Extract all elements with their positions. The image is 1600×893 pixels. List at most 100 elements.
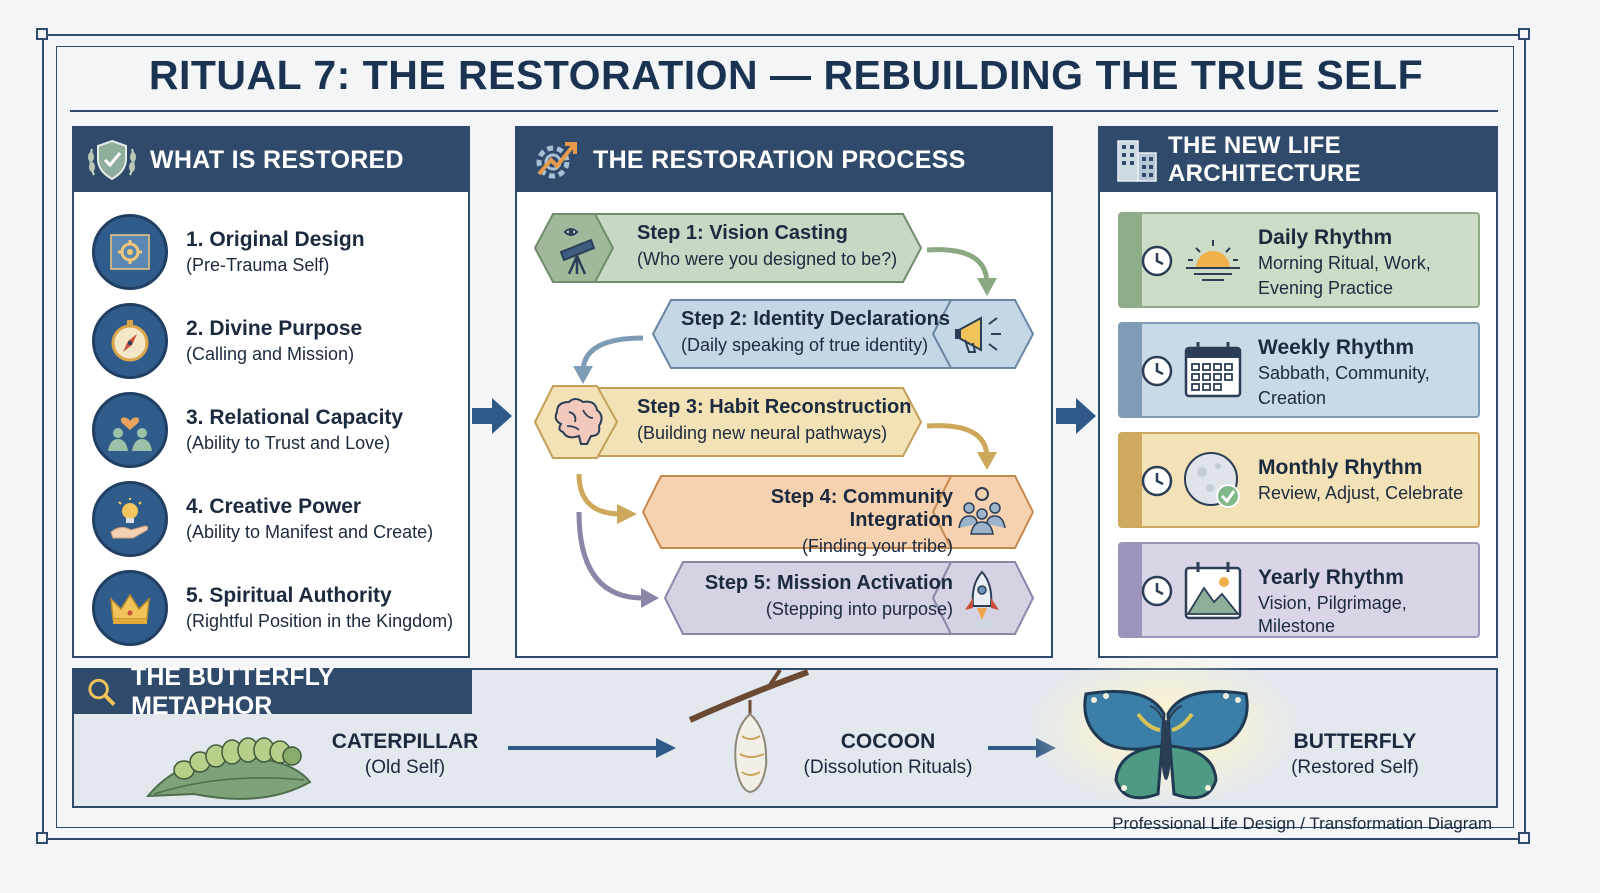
step-title: Step 1: Vision Casting: [637, 222, 848, 244]
item-subtitle: (Ability to Trust and Love): [186, 433, 391, 453]
step-subtitle: (Finding your tribe): [801, 536, 953, 556]
item-subtitle: (Ability to Manifest and Create): [186, 522, 434, 542]
rhythm-line: Sabbath, Community,: [1258, 363, 1430, 383]
sunrise-icon: [1186, 240, 1240, 281]
frame-corner: [36, 832, 48, 844]
item-title: 1. Original Design: [186, 228, 365, 251]
rhythm-line: Evening Practice: [1258, 278, 1394, 298]
frame-corner: [36, 28, 48, 40]
clock-icon: [1141, 465, 1173, 497]
title-divider: [70, 110, 1498, 112]
stage-title: CATERPILLAR: [331, 730, 479, 753]
clock-icon: [1141, 245, 1173, 277]
rhythm-card-weekly: Weekly Rhythm Sabbath, Community, Creati…: [1118, 322, 1480, 418]
frame-corner: [1518, 832, 1530, 844]
buildings-icon: [1110, 132, 1162, 188]
process-step-3: Step 3: Habit Reconstruction (Building n…: [533, 384, 923, 459]
process-panel: THE RESTORATION PROCESS Step 1: Vision C…: [515, 126, 1053, 658]
process-step-4: Step 4: Community Integration (Finding y…: [641, 474, 1035, 556]
architecture-panel-title: THE NEW LIFE ARCHITECTURE: [1168, 132, 1361, 187]
item-subtitle: (Rightful Position in the Kingdom): [186, 611, 454, 631]
inner-frame: [56, 46, 1514, 828]
rhythm-title: Monthly Rhythm: [1258, 456, 1423, 479]
process-panel-header: THE RESTORATION PROCESS: [517, 128, 1051, 192]
stage-butterfly: BUTTERFLY (Restored Self): [1270, 730, 1440, 779]
restored-item: 5. Spiritual Authority (Rightful Positio…: [92, 568, 472, 648]
step-subtitle: (Stepping into purpose): [765, 599, 953, 619]
process-step-2: Step 2: Identity Declarations (Daily spe…: [651, 298, 1035, 370]
restored-panel-title: WHAT IS RESTORED: [150, 145, 404, 174]
telescope-icon: [559, 228, 596, 275]
magnifier-icon: [88, 678, 116, 706]
stage-subtitle: (Dissolution Rituals): [803, 757, 973, 778]
arrow-right-icon: [472, 398, 512, 434]
butterfly-panel-header: THE BUTTERFLY METAPHOR: [74, 663, 472, 720]
clock-icon: [1141, 355, 1173, 387]
rhythm-card-yearly: Yearly Rhythm Vision, Pilgrimage, Milest…: [1118, 542, 1480, 638]
architecture-panel-header: THE NEW LIFE ARCHITECTURE: [1100, 128, 1496, 192]
people-heart-icon: [92, 392, 168, 468]
architecture-panel: THE NEW LIFE ARCHITECTURE Daily Rhythm M…: [1098, 126, 1498, 658]
stage-subtitle: (Old Self): [364, 757, 446, 778]
step-subtitle: (Daily speaking of true identity): [681, 335, 929, 355]
stage-subtitle: (Restored Self): [1291, 757, 1419, 778]
rhythm-title: Daily Rhythm: [1258, 226, 1393, 249]
butterfly-panel-title: THE BUTTERFLY METAPHOR: [131, 663, 334, 720]
item-title: 5. Spiritual Authority: [186, 584, 392, 607]
rhythm-title: Yearly Rhythm: [1258, 566, 1404, 589]
outer-frame: [42, 34, 1526, 840]
arrow-right-icon: [1056, 398, 1096, 434]
mountain-calendar-icon: [1184, 562, 1242, 620]
moon-check-icon: [1184, 452, 1240, 508]
stage-cocoon: COCOON (Dissolution Rituals): [800, 730, 976, 779]
rhythm-card-daily: Daily Rhythm Morning Ritual, Work, Eveni…: [1118, 212, 1480, 308]
step-subtitle: (Building new neural pathways): [637, 423, 888, 443]
blueprint-gear-icon: [92, 214, 168, 290]
item-title: 4. Creative Power: [186, 495, 362, 518]
rhythm-card-monthly: Monthly Rhythm Review, Adjust, Celebrate: [1118, 432, 1480, 528]
cocoon-icon: [688, 668, 810, 794]
restored-item: 4. Creative Power (Ability to Manifest a…: [92, 479, 472, 559]
rhythm-line: Creation: [1258, 388, 1327, 408]
clock-icon: [1141, 575, 1173, 607]
crown-icon: [92, 570, 168, 646]
process-panel-title: THE RESTORATION PROCESS: [593, 145, 966, 174]
restored-panel: WHAT IS RESTORED 1. Original Design (Pre…: [72, 126, 470, 658]
arrow-right-icon: [508, 738, 676, 758]
process-step-1: Step 1: Vision Casting (Who were you des…: [533, 212, 923, 284]
stage-caterpillar: CATERPILLAR (Old Self): [320, 730, 490, 779]
butterfly-panel: THE BUTTERFLY METAPHOR CATERPILLAR (Old …: [72, 650, 1498, 808]
step-title: Step 5: Mission Activation: [704, 572, 953, 594]
rhythm-title: Weekly Rhythm: [1258, 336, 1414, 359]
calendar-icon: [1184, 342, 1242, 398]
item-subtitle: (Pre-Trauma Self): [186, 255, 330, 275]
frame-corner: [1518, 28, 1530, 40]
step-subtitle: (Who were you designed to be?): [637, 249, 898, 269]
hand-lightbulb-icon: [92, 481, 168, 557]
stage-title: COCOON: [840, 730, 936, 753]
step-title: Step 3: Habit Reconstruction: [637, 396, 912, 418]
community-icon: [958, 487, 1006, 535]
step-title: Step 4: Community Integration: [770, 486, 953, 531]
rhythm-line: Review, Adjust, Celebrate: [1258, 483, 1464, 503]
caterpillar-icon: [145, 737, 312, 800]
footer-caption: Professional Life Design / Transformatio…: [1112, 814, 1492, 833]
compass-icon: [92, 303, 168, 379]
restored-item: 3. Relational Capacity (Ability to Trust…: [92, 390, 472, 470]
megaphone-icon: [955, 316, 1001, 353]
stage-title: BUTTERFLY: [1293, 730, 1417, 753]
rocket-icon: [965, 570, 999, 627]
flow-arrows: [573, 247, 997, 608]
rhythm-line: Vision, Pilgrimage, Milestone: [1258, 593, 1407, 636]
restored-item: 1. Original Design (Pre-Trauma Self): [92, 212, 472, 292]
item-title: 2. Divine Purpose: [186, 317, 363, 340]
rhythm-line: Morning Ritual, Work,: [1258, 253, 1431, 273]
step-title: Step 2: Identity Declarations: [681, 308, 950, 330]
page-title: RITUAL 7: THE RESTORATION — REBUILDING T…: [148, 52, 1424, 98]
gear-growth-icon: [527, 132, 583, 188]
item-title: 3. Relational Capacity: [186, 406, 404, 429]
butterfly-icon: [1083, 690, 1249, 800]
process-step-5: Step 5: Mission Activation (Stepping int…: [663, 560, 1035, 635]
restored-panel-header: WHAT IS RESTORED: [74, 128, 468, 192]
item-subtitle: (Calling and Mission): [186, 344, 355, 364]
